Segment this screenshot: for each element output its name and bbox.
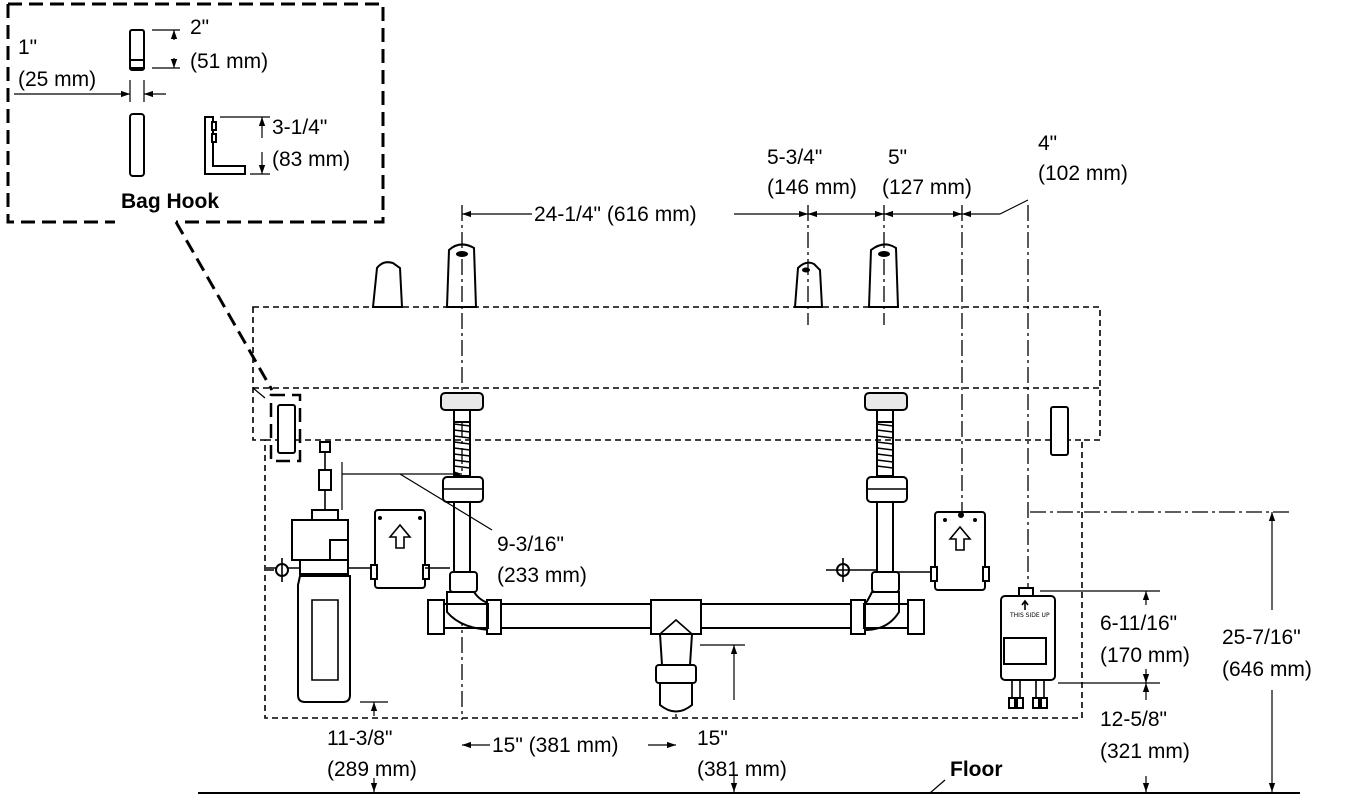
bag-hook-small-part — [129, 29, 145, 71]
drain-pipe-assembly — [427, 591, 925, 713]
dim-j-mm: (289 mm) — [327, 758, 417, 781]
bag-hook-strip — [129, 113, 145, 177]
bag-hook-right — [1050, 406, 1069, 456]
control-box-left — [370, 509, 450, 589]
dim-b-mm: (127 mm) — [882, 176, 972, 199]
transformer-box: THIS SIDE UP — [1000, 587, 1056, 709]
transformer-label: THIS SIDE UP — [1009, 612, 1050, 619]
dim-g-mm: (321 mm) — [1100, 740, 1190, 763]
hook-width-dim-mm: (25 mm) — [18, 68, 96, 91]
dim-c-in: 4" — [1038, 132, 1057, 155]
soap-dispenser-left — [371, 261, 404, 308]
floor-line: Floor — [198, 758, 1300, 794]
bag-hook-side-view — [204, 116, 246, 175]
dim-g-in: 12-5/8" — [1100, 708, 1167, 731]
control-box-right — [895, 511, 990, 591]
spout-spacing-dim: 24-1/4" (616 mm) — [534, 203, 697, 226]
dim-e-in: 6-11/16" — [1100, 612, 1177, 635]
dim-e-mm: (170 mm) — [1100, 644, 1190, 667]
dim-f-in: 25-7/16" — [1222, 626, 1301, 649]
bag-hook-left-callout — [269, 393, 302, 463]
bag-hook-title: Bag Hook — [121, 190, 219, 213]
hook-height-dim-in: 3-1/4" — [272, 116, 327, 139]
dim-j-in: 11-3/8" — [327, 727, 392, 750]
hook-width-dim-in: 1" — [18, 36, 37, 59]
dimension-lines: 24-1/4" (616 mm) 5-3/4" (146 mm) 5" (127… — [327, 132, 1312, 792]
dim-d-mm: (233 mm) — [497, 564, 587, 587]
dim-c-mm: (102 mm) — [1038, 162, 1128, 185]
dim-h-in: 15" — [697, 727, 728, 750]
dim-b-in: 5" — [888, 146, 907, 169]
dim-a-in: 5-3/4" — [767, 146, 822, 169]
bag-hook-left — [277, 404, 296, 454]
dim-h-mm: (381 mm) — [697, 758, 787, 781]
bag-hook-inset: 2" (51 mm) 1" (25 mm) 3-1/4" (83 mm) Bag… — [6, 2, 385, 391]
floor-label: Floor — [950, 758, 1003, 781]
hook-height-dim-mm: (83 mm) — [272, 148, 350, 171]
supply-stop-right — [826, 558, 877, 582]
countertop-outline — [252, 306, 1101, 719]
solenoid-and-battery-left — [266, 441, 372, 703]
dim-a-mm: (146 mm) — [767, 176, 857, 199]
faucet-valve-right — [864, 392, 908, 593]
dim-i: 15" (381 mm) — [492, 734, 619, 757]
dim-d-in: 9-3/16" — [497, 533, 564, 556]
hook-top-dim-in: 2" — [190, 16, 209, 39]
hook-top-dim-mm: (51 mm) — [190, 50, 268, 73]
dim-f-mm: (646 mm) — [1222, 658, 1312, 681]
faucet-valve-left — [440, 392, 484, 593]
